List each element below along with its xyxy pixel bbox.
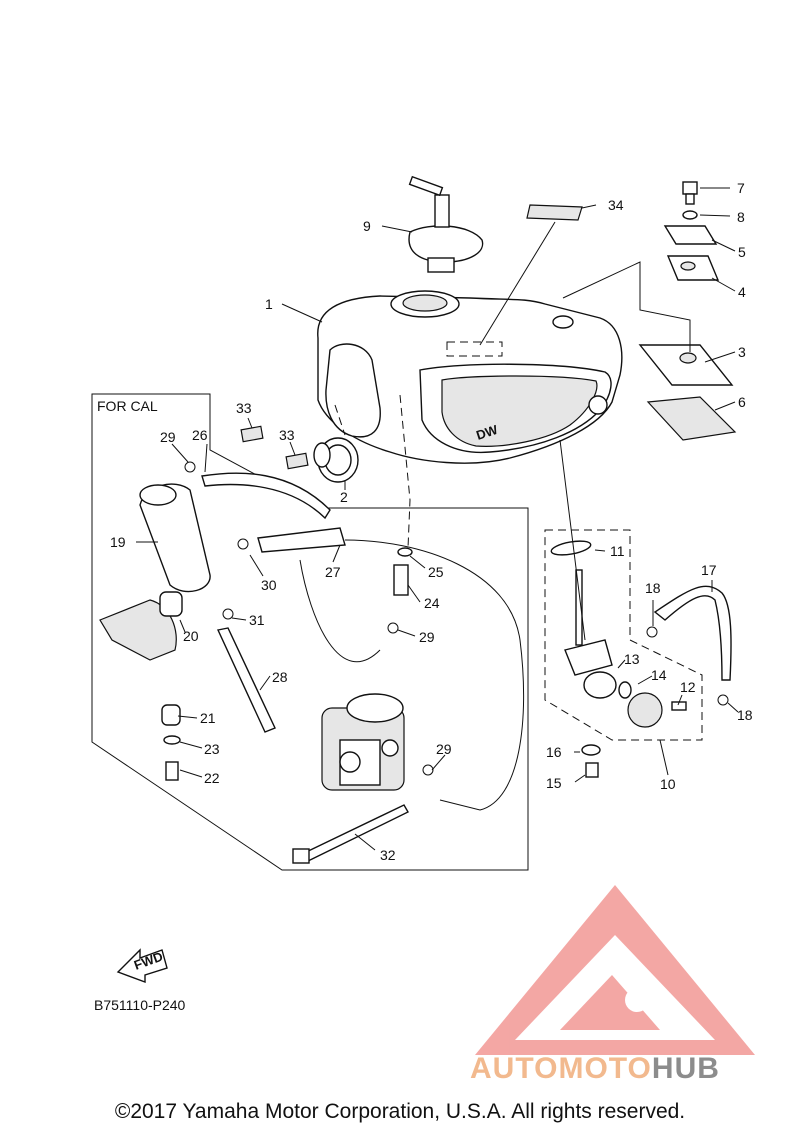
for-cal-title: FOR CAL xyxy=(97,398,158,414)
label-4: 4 xyxy=(738,284,746,300)
label-23: 23 xyxy=(204,741,220,757)
drawing-code: B751110-P240 xyxy=(94,997,186,1013)
label-33b: 33 xyxy=(279,427,295,443)
label-19: 19 xyxy=(110,534,126,550)
copyright-notice: ©2017 Yamaha Motor Corporation, U.S.A. A… xyxy=(114,1100,686,1123)
grommet-2 xyxy=(313,437,359,483)
label-6: 6 xyxy=(738,394,746,410)
label-32: 32 xyxy=(380,847,396,863)
label-25: 25 xyxy=(428,564,444,580)
label-29b: 29 xyxy=(419,629,435,645)
label-22: 22 xyxy=(204,770,220,786)
label-26: 26 xyxy=(192,427,208,443)
svg-text:DW: DW xyxy=(474,422,500,443)
clip-29c xyxy=(422,764,434,776)
label-1: 1 xyxy=(265,296,273,312)
leader-lines xyxy=(136,187,739,851)
fuel-tank: DW xyxy=(317,290,623,464)
label-17: 17 xyxy=(701,562,717,578)
fuel-cock xyxy=(550,540,687,778)
part-labels: 1 2 3 4 5 6 7 8 9 10 11 12 13 14 15 16 1… xyxy=(110,180,753,863)
cushion-33b xyxy=(285,452,309,470)
clip-29a xyxy=(184,461,196,473)
label-20: 20 xyxy=(183,628,199,644)
label-5: 5 xyxy=(738,244,746,260)
fuel-cap xyxy=(408,175,484,273)
label-29a: 29 xyxy=(160,429,176,445)
clip-18a xyxy=(646,626,658,638)
carburetor xyxy=(321,693,405,791)
watermark-text: AUTOMOTOHUB xyxy=(470,1052,720,1086)
hose-28 xyxy=(216,627,276,733)
hose-27 xyxy=(257,527,346,553)
watermark-part1: AUTOMOTO xyxy=(470,1052,652,1085)
watermark-logo xyxy=(475,885,755,1055)
label-2: 2 xyxy=(340,489,348,505)
label-13: 13 xyxy=(624,651,640,667)
clip-31 xyxy=(222,608,234,620)
label-3: 3 xyxy=(738,344,746,360)
label-8: 8 xyxy=(737,209,745,225)
label-33a: 33 xyxy=(236,400,252,416)
collar-21 xyxy=(161,704,181,726)
hose-17 xyxy=(653,585,732,681)
fuel-pump-19 xyxy=(99,483,211,661)
label-plate xyxy=(526,204,583,221)
label-12: 12 xyxy=(680,679,696,695)
label-16: 16 xyxy=(546,744,562,760)
oring-25 xyxy=(397,547,413,557)
label-11: 11 xyxy=(610,543,625,559)
for-cal-panel xyxy=(91,393,529,871)
label-21: 21 xyxy=(200,710,216,726)
fitting-24 xyxy=(393,564,409,596)
label-30: 30 xyxy=(261,577,277,593)
damper-20 xyxy=(159,591,183,617)
watermark-part2: HUB xyxy=(651,1052,720,1085)
mount-parts xyxy=(562,181,737,441)
label-18b: 18 xyxy=(737,707,753,723)
label-14: 14 xyxy=(651,667,667,683)
label-18a: 18 xyxy=(645,580,661,596)
cushion-33a xyxy=(240,425,264,443)
bolt-22 xyxy=(165,761,179,781)
label-9: 9 xyxy=(363,218,371,234)
fuel-cock-box xyxy=(544,529,703,741)
label-31: 31 xyxy=(249,612,265,628)
clip-18b xyxy=(717,694,729,706)
label-34: 34 xyxy=(608,197,624,213)
label-29c: 29 xyxy=(436,741,452,757)
clip-29b xyxy=(387,622,399,634)
hose-26 xyxy=(201,472,331,520)
label-27: 27 xyxy=(325,564,341,580)
label-28: 28 xyxy=(272,669,288,685)
label-10: 10 xyxy=(660,776,676,792)
fwd-arrow-icon: FWD xyxy=(116,948,168,984)
washer-23 xyxy=(163,735,181,745)
label-7: 7 xyxy=(737,180,745,196)
label-15: 15 xyxy=(546,775,562,791)
label-24: 24 xyxy=(424,595,440,611)
clip-30 xyxy=(237,538,249,550)
